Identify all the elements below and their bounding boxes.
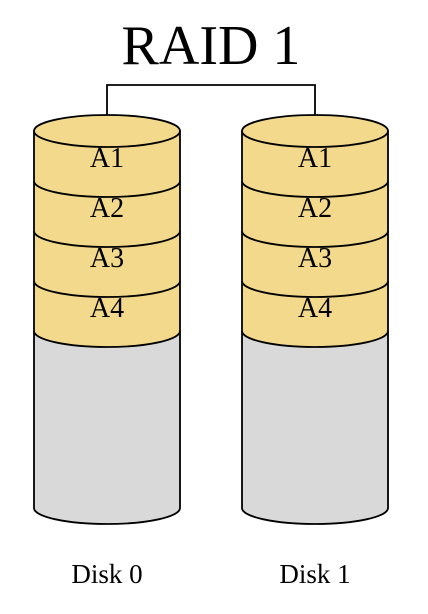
block-separator	[241, 230, 389, 248]
disk-data-area	[242, 131, 388, 347]
block-label: A2	[90, 193, 124, 224]
block-label: A3	[298, 243, 332, 274]
block-label: A1	[90, 143, 124, 174]
disk-label: Disk 0	[71, 559, 142, 589]
disk-empty-space	[242, 331, 388, 524]
mirror-connector	[106, 84, 316, 131]
block-separator	[33, 280, 181, 298]
disk-empty-space	[34, 331, 180, 524]
block-separator	[33, 180, 181, 198]
block-label: A4	[298, 293, 332, 324]
block-label: A1	[298, 143, 332, 174]
block-separator	[241, 330, 389, 348]
block-label: A4	[90, 293, 124, 324]
disk-bottom-edge	[241, 507, 389, 525]
disk-label: Disk 1	[279, 559, 350, 589]
block-label: A2	[298, 193, 332, 224]
diagram-title: RAID 1	[122, 15, 301, 77]
block-separator	[33, 330, 181, 348]
block-separator	[241, 180, 389, 198]
block-separator	[33, 230, 181, 248]
block-separator	[241, 280, 389, 298]
block-label: A3	[90, 243, 124, 274]
disk-bottom-edge	[33, 507, 181, 525]
disk-data-area	[34, 131, 180, 347]
